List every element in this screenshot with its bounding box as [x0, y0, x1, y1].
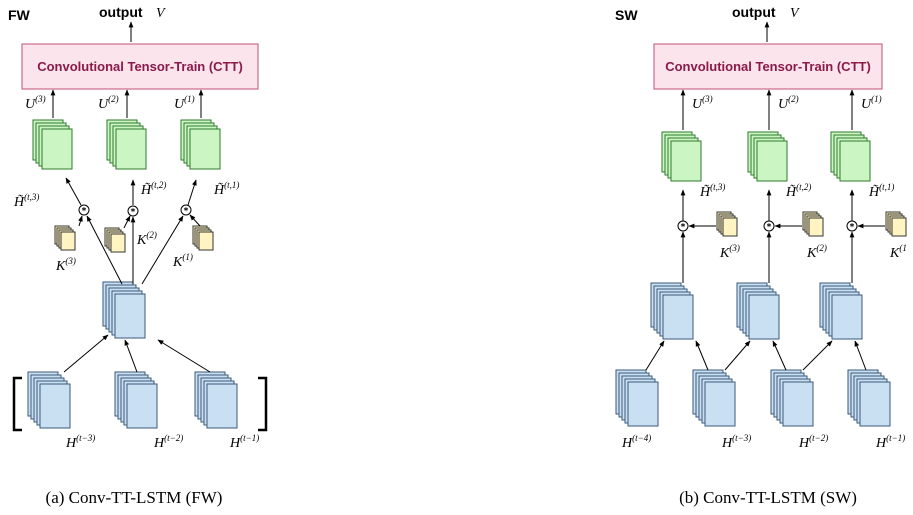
sw-htilde1-label: H̃(t,1)	[868, 182, 894, 200]
fw-k2-arrow	[123, 215, 131, 229]
sw-u1-label: U(1)	[861, 94, 882, 112]
fw-k3-arrow	[78, 215, 83, 227]
fw-h1-label: H(t−1)	[229, 433, 259, 451]
sw-output-var: V	[790, 6, 800, 21]
fw-h3-stack	[27, 371, 71, 429]
sw-k2-stack	[802, 211, 824, 237]
sw-mid3-stack	[650, 282, 694, 340]
sw-htilde2-stack	[747, 131, 788, 182]
fw-h3-arrow	[63, 334, 109, 373]
fw-k3-stack	[54, 225, 76, 251]
sw-k2-label: K(2)	[806, 243, 827, 261]
fw-caption: (a) Conv-TT-LSTM (FW)	[46, 488, 223, 507]
fw-ctt-box	[21, 43, 259, 90]
sw-k3-label: K(3)	[719, 243, 740, 261]
fw-center-to-conv1	[141, 215, 184, 285]
fw-k1-label: K(1)	[172, 252, 193, 270]
sw-h2-label: H(t−2)	[798, 433, 828, 451]
fw-center-to-conv3	[86, 215, 123, 285]
sw-htilde3-stack	[661, 131, 702, 182]
sw-mid1-stack	[819, 282, 863, 340]
sw-tag: SW	[615, 7, 638, 23]
sw-h2-to-mid2	[772, 340, 787, 371]
sw-u2-label: U(2)	[778, 94, 799, 112]
sw-h4-label: H(t−4)	[621, 433, 651, 451]
fw-conv1-icon	[180, 204, 192, 217]
fw-htilde3-label: H̃(t,3)	[13, 192, 39, 210]
sw-mid2-stack	[736, 282, 780, 340]
fw-htilde1-label: H̃(t,1)	[213, 180, 239, 198]
fw-k2-label: K(2)	[136, 230, 157, 248]
sw-conv3-icon	[677, 220, 689, 233]
sw-h4-stack	[615, 369, 659, 427]
sw-conv2-icon	[763, 220, 775, 233]
fw-bracket-right	[258, 376, 268, 432]
fw-conv3-icon	[78, 204, 90, 217]
fw-h2-stack	[114, 371, 158, 429]
fw-k1-arrow	[189, 214, 201, 227]
fw-k1-stack	[192, 225, 214, 251]
sw-k3-stack	[716, 211, 738, 237]
fw-u1-label: U(1)	[174, 94, 195, 112]
sw-h4-to-mid3	[645, 340, 665, 371]
sw-h3-label: H(t−3)	[721, 433, 751, 451]
fw-bracket-left	[12, 376, 22, 432]
fw-h1-stack	[194, 371, 238, 429]
panel-sw: SW output V Convolutional Tensor-Train (…	[615, 4, 907, 507]
sw-ctt-box	[653, 43, 883, 90]
fw-k3-label: K(3)	[55, 256, 76, 274]
sw-ctt-label: Convolutional Tensor-Train (CTT)	[665, 59, 871, 74]
sw-htilde2-label: H̃(t,2)	[785, 182, 811, 200]
fw-h1-arrow	[157, 339, 211, 373]
sw-h3-stack	[692, 369, 736, 427]
sw-h3-to-mid2	[724, 340, 751, 371]
fw-tag: FW	[8, 7, 31, 23]
fw-u3-label: U(3)	[25, 94, 46, 112]
fw-output-label: output	[99, 4, 143, 20]
sw-u3-label: U(3)	[692, 94, 713, 112]
sw-caption: (b) Conv-TT-LSTM (SW)	[679, 488, 857, 507]
sw-output-label: output	[732, 4, 776, 20]
sw-h2-to-mid1	[802, 340, 833, 371]
sw-conv1-icon	[846, 220, 858, 233]
sw-htilde3-label: H̃(t,3)	[699, 182, 725, 200]
sw-h3-to-mid3	[695, 340, 709, 371]
sw-k1-label: K(1	[889, 243, 907, 261]
sw-h1-label: H(t−1)	[875, 433, 905, 451]
panel-fw: FW output V Convolutional Tensor-Train (…	[8, 4, 268, 507]
sw-k1-stack	[885, 211, 907, 237]
fw-htilde2-stack	[106, 119, 147, 170]
fw-htilde3-stack	[32, 119, 73, 170]
fw-k2-stack	[104, 227, 126, 253]
fw-center-stack	[102, 281, 146, 339]
fw-htilde2-label: H̃(t,2)	[140, 180, 166, 198]
fw-h2-arrow	[124, 339, 138, 373]
fw-conv2-icon	[127, 205, 139, 218]
sw-h1-to-mid1	[854, 340, 867, 371]
sw-h1-stack	[847, 369, 891, 427]
fw-conv3-out-arrow	[65, 177, 82, 206]
fw-ctt-label: Convolutional Tensor-Train (CTT)	[37, 59, 243, 74]
fw-output-var: V	[156, 6, 166, 21]
fw-u2-label: U(2)	[98, 94, 119, 112]
fw-conv1-out-arrow	[187, 179, 197, 206]
fw-h2-label: H(t−2)	[153, 433, 183, 451]
fw-htilde1-stack	[180, 119, 221, 170]
fw-h3-label: H(t−3)	[65, 433, 95, 451]
sw-htilde1-stack	[830, 131, 871, 182]
sw-h2-stack	[770, 369, 814, 427]
